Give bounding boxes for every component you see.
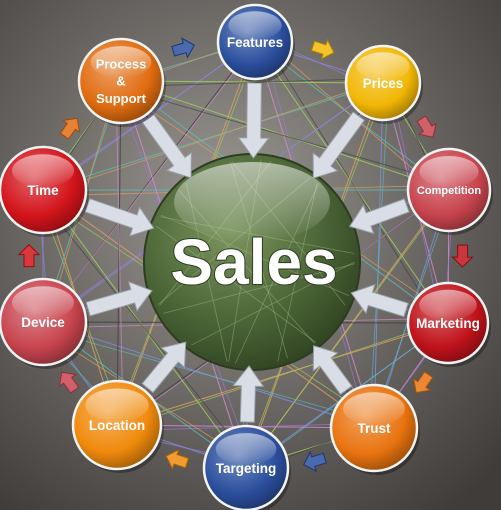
node-trust: Trust bbox=[329, 383, 420, 475]
ring-arrow-1 bbox=[416, 115, 437, 139]
node-label: Support bbox=[96, 91, 146, 106]
node-device: Device bbox=[0, 277, 89, 369]
spoke-arrow-device bbox=[85, 280, 153, 317]
connection-line bbox=[42, 82, 384, 191]
connection-line bbox=[115, 86, 456, 186]
node-label: Time bbox=[27, 183, 59, 198]
spoke-arrow-targeting bbox=[232, 365, 265, 423]
connection-line bbox=[37, 327, 381, 424]
connection-line bbox=[37, 36, 262, 329]
connection-line bbox=[120, 80, 384, 84]
node-gloss bbox=[419, 289, 477, 321]
node-gloss bbox=[215, 433, 277, 466]
hub-texture-line bbox=[155, 225, 317, 343]
connection-line bbox=[260, 36, 444, 330]
spoke-arrow-marketing bbox=[350, 283, 409, 318]
spoke-arrow-trust bbox=[312, 345, 353, 395]
ring-arrow-9 bbox=[171, 37, 195, 59]
node-label: Device bbox=[21, 315, 65, 330]
node-features: Features bbox=[216, 3, 295, 83]
spoke-arrow-location bbox=[141, 341, 187, 394]
sales-hub: Sales bbox=[143, 153, 361, 371]
node-gloss bbox=[356, 52, 410, 81]
node-gloss bbox=[90, 46, 152, 79]
node-time: Time bbox=[0, 145, 89, 237]
node-prices: Prices bbox=[344, 44, 423, 124]
node-gloss bbox=[85, 388, 149, 422]
node-marketing: Marketing bbox=[406, 281, 491, 367]
node-process-support: Process & Support bbox=[77, 37, 166, 127]
spoke-arrow-prices bbox=[312, 111, 366, 179]
spoke-arrow-process-support bbox=[141, 113, 192, 179]
node-competition: Competition bbox=[406, 147, 493, 235]
connection-line bbox=[115, 86, 124, 421]
node-gloss bbox=[419, 155, 479, 188]
ring-arrow-5 bbox=[165, 448, 190, 470]
factor-nodes: FeaturesPricesCompetitionMarketingTrustT… bbox=[0, 3, 493, 510]
connection-line bbox=[368, 77, 390, 435]
connection-line bbox=[37, 77, 390, 197]
spoke-arrow-features bbox=[237, 82, 270, 159]
node-gloss bbox=[12, 286, 74, 319]
hub-texture-line bbox=[160, 214, 350, 296]
ring-arrow-3 bbox=[412, 371, 434, 394]
ring-arrows bbox=[17, 37, 474, 473]
node-gloss bbox=[343, 392, 405, 425]
spoke-arrow-competition bbox=[348, 198, 410, 235]
connection-line bbox=[37, 195, 253, 464]
node-label: Competition bbox=[417, 185, 481, 197]
node-label: Marketing bbox=[416, 316, 480, 331]
spoke-arrows bbox=[84, 82, 410, 423]
node-label: Trust bbox=[357, 421, 391, 436]
spoke-arrow-time bbox=[84, 198, 155, 237]
ring-arrow-6 bbox=[58, 371, 80, 394]
node-label: Prices bbox=[363, 76, 404, 91]
node-gloss bbox=[12, 154, 74, 187]
ring-arrow-8 bbox=[59, 117, 81, 140]
connection-line bbox=[116, 322, 449, 426]
ring-arrow-7 bbox=[17, 243, 41, 268]
hub-gloss bbox=[174, 162, 330, 242]
node-location: Location bbox=[71, 379, 164, 473]
node-label: & bbox=[116, 74, 125, 89]
node-gloss bbox=[228, 11, 282, 40]
connection-line bbox=[373, 82, 384, 429]
node-label: Features bbox=[227, 35, 283, 50]
hub-texture-line bbox=[191, 261, 355, 346]
node-label: Targeting bbox=[216, 461, 277, 476]
ring-arrow-0 bbox=[310, 38, 335, 61]
ring-arrow-2 bbox=[451, 244, 474, 268]
connection-line bbox=[116, 80, 122, 426]
node-label: Process bbox=[96, 57, 147, 72]
ring-arrow-4 bbox=[303, 450, 327, 473]
hub-texture-line bbox=[163, 263, 355, 314]
center-label: Sales bbox=[170, 226, 337, 298]
node-label: Location bbox=[89, 418, 145, 433]
node-targeting: Targeting bbox=[202, 424, 291, 510]
